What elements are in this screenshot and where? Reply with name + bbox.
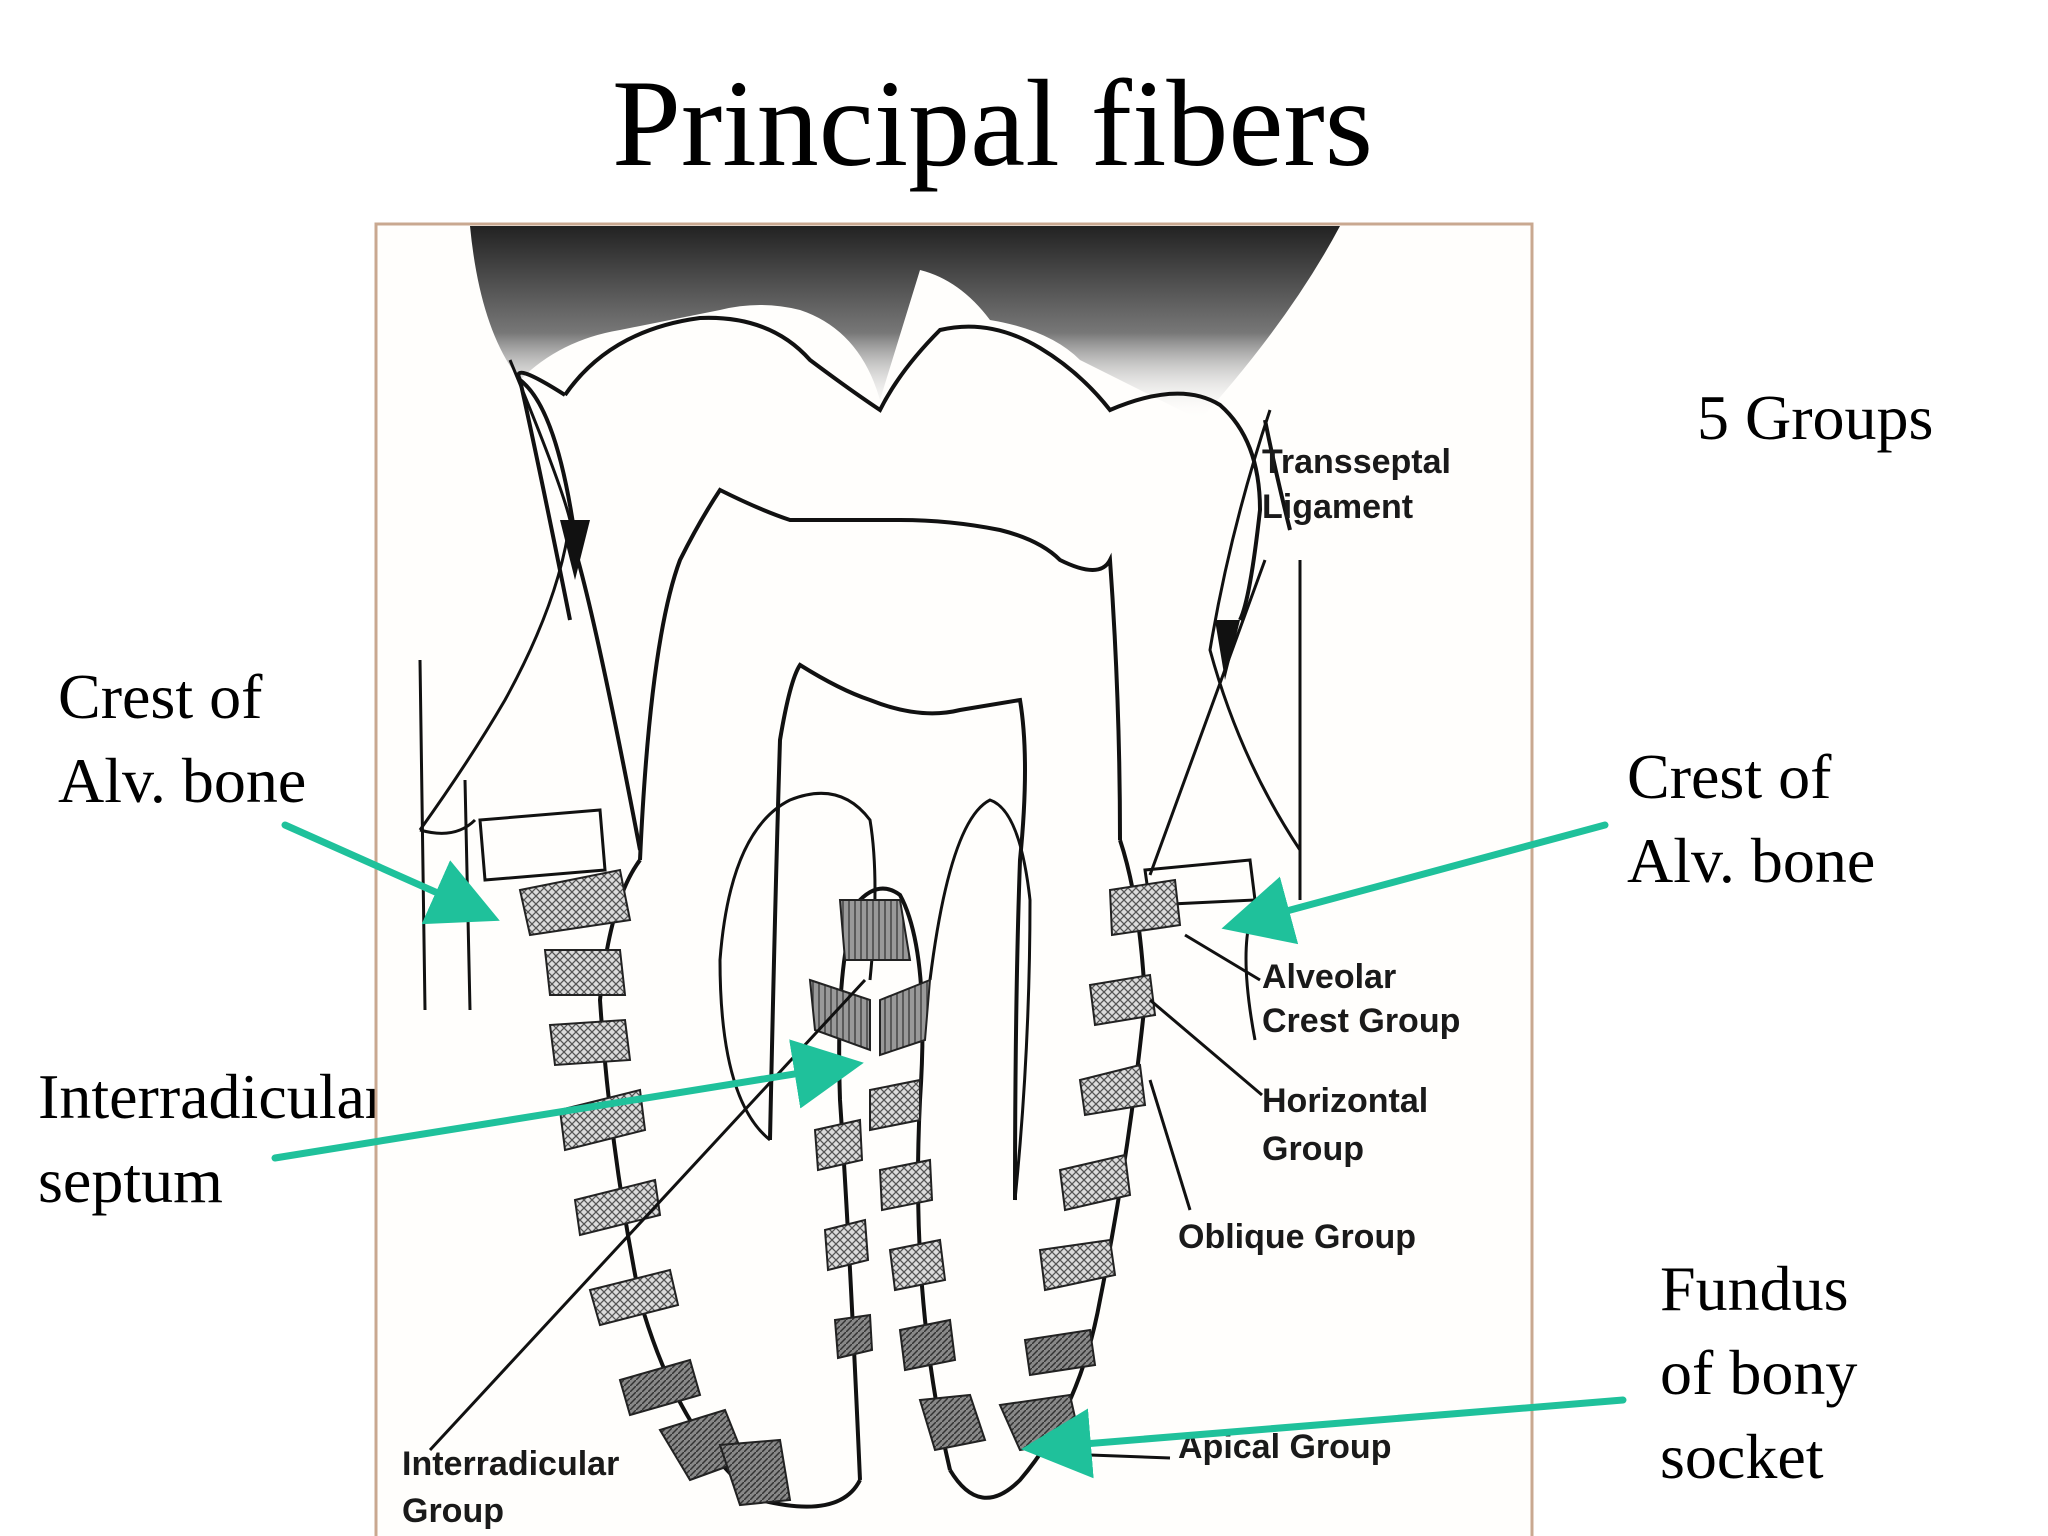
arrow-fundus bbox=[1021, 1396, 1627, 1479]
furcation bbox=[837, 886, 952, 1481]
diagram-label-horizontal-group: Group bbox=[1262, 1130, 1364, 1168]
gingiva-left bbox=[418, 359, 572, 831]
label-interradicular-line1: Interradicular bbox=[38, 1061, 387, 1132]
groups-note: 5 Groups bbox=[1697, 376, 1933, 460]
diagram-label-transseptal: Transseptal bbox=[1262, 443, 1451, 481]
diagram-label-oblique: Oblique Group bbox=[1178, 1218, 1416, 1256]
diagram-label-alveolar-line2: Crest Group bbox=[1262, 1002, 1460, 1040]
label-crest-left-line1: Crest of bbox=[58, 661, 263, 732]
diagram-label-crest-group: Crest Group bbox=[1262, 1002, 1460, 1040]
label-crest-left: Crest of Alv. bone bbox=[58, 655, 306, 823]
slide-title: Principal fibers bbox=[611, 55, 1373, 192]
label-fundus-line3: socket bbox=[1660, 1421, 1824, 1492]
diagram-label-alveolar-line1: Alveolar bbox=[1262, 958, 1396, 996]
diagram-label-horizontal: Horizontal bbox=[1262, 1082, 1428, 1120]
diagram-label-ligament: Ligament bbox=[1262, 488, 1413, 526]
label-crest-right-line1: Crest of bbox=[1627, 741, 1832, 812]
dentin-outline bbox=[638, 487, 1122, 861]
label-fundus-line2: of bony bbox=[1660, 1337, 1858, 1408]
diagram-label-horizontal-line1: Horizontal bbox=[1262, 1082, 1428, 1120]
gum-shading bbox=[470, 226, 1340, 420]
diagram-label-transseptal-line2: Ligament bbox=[1262, 488, 1413, 526]
diagram-label-oblique-text: Oblique Group bbox=[1178, 1218, 1416, 1256]
diagram-label-interradicular-line2: Group bbox=[402, 1492, 504, 1530]
diagram-label-alveolar: Alveolar bbox=[1262, 958, 1396, 996]
diagram-label-transseptal-line1: Transseptal bbox=[1262, 443, 1451, 481]
gingiva-right bbox=[1208, 409, 1302, 851]
root-canal-left bbox=[718, 791, 877, 1142]
annotation-arrows bbox=[271, 821, 1627, 1479]
label-fundus-line1: Fundus bbox=[1660, 1253, 1849, 1324]
diagram-label-interradicular-group: Group bbox=[402, 1492, 504, 1530]
crown-outline bbox=[516, 315, 1263, 851]
label-interradicular-septum: Interradicular septum bbox=[38, 1055, 386, 1223]
diagram-label-horizontal-line2: Group bbox=[1262, 1130, 1364, 1168]
arrow-interradicular-septum bbox=[271, 1039, 864, 1162]
pulp-chamber bbox=[768, 662, 1027, 1201]
arrow-crest-right bbox=[1221, 821, 1609, 945]
label-crest-right-line2: Alv. bone bbox=[1627, 825, 1876, 896]
fiber-bundles-left bbox=[518, 868, 792, 1507]
label-fundus: Fundus of bony socket bbox=[1660, 1247, 1857, 1499]
root-canal-right bbox=[928, 798, 1032, 1201]
fiber-bundles-interradicular bbox=[808, 899, 987, 1452]
diagram-label-interradicular: Interradicular bbox=[402, 1445, 619, 1483]
diagram-label-interradicular-line1: Interradicular bbox=[402, 1445, 619, 1483]
label-interradicular-line2: septum bbox=[38, 1145, 223, 1216]
label-crest-right: Crest of Alv. bone bbox=[1627, 735, 1875, 903]
groups-note-text: 5 Groups bbox=[1697, 382, 1934, 453]
arrow-crest-left bbox=[281, 821, 500, 925]
label-crest-left-line2: Alv. bone bbox=[58, 745, 307, 816]
